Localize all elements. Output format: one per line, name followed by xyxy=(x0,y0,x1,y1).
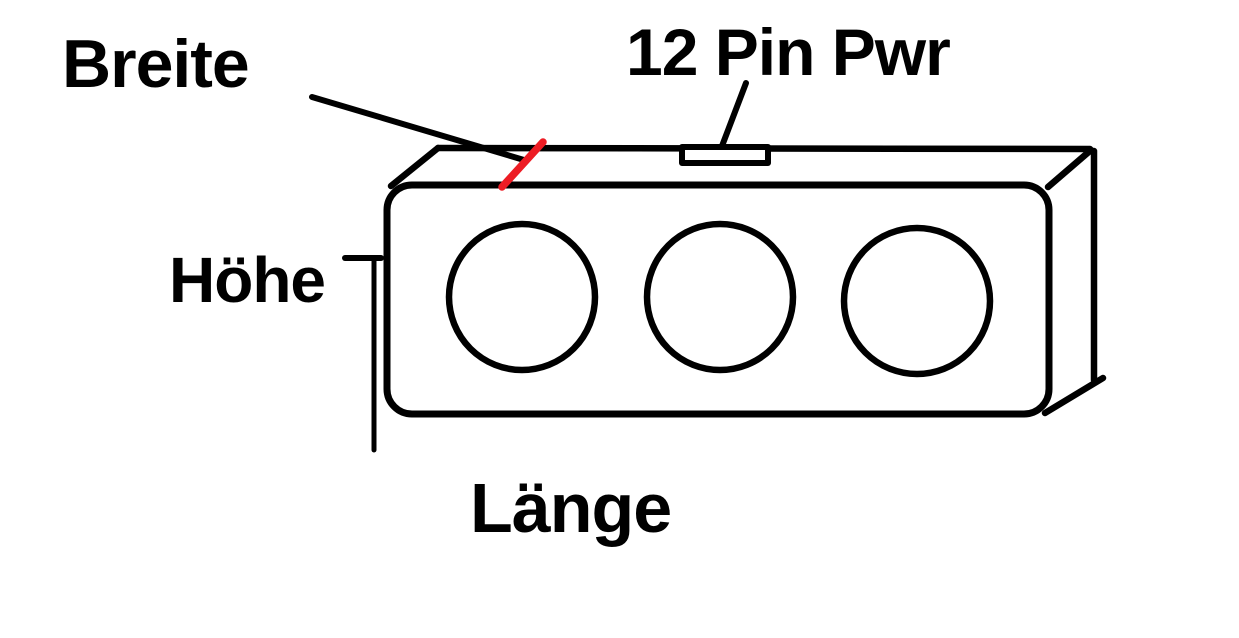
fan-circle-2 xyxy=(643,220,797,374)
side-face xyxy=(1041,147,1107,417)
fan-circle-1 xyxy=(445,220,599,374)
fan-circle-3 xyxy=(840,224,994,378)
pin-pwr-label: 12 Pin Pwr xyxy=(626,15,951,89)
hoehe-label: Höhe xyxy=(169,244,326,316)
top-left-edge xyxy=(387,144,442,190)
side-bottom-edge xyxy=(1041,374,1107,417)
top-right-edge xyxy=(1044,146,1095,191)
power-leader-line xyxy=(719,80,749,149)
breite-leader-line xyxy=(309,94,527,163)
power-connector xyxy=(679,144,771,166)
laenge-label: Länge xyxy=(470,469,672,547)
breite-red-mark xyxy=(498,138,547,191)
front-face xyxy=(383,181,1053,418)
breite-label: Breite xyxy=(62,26,250,102)
hoehe-dimension xyxy=(342,255,384,453)
